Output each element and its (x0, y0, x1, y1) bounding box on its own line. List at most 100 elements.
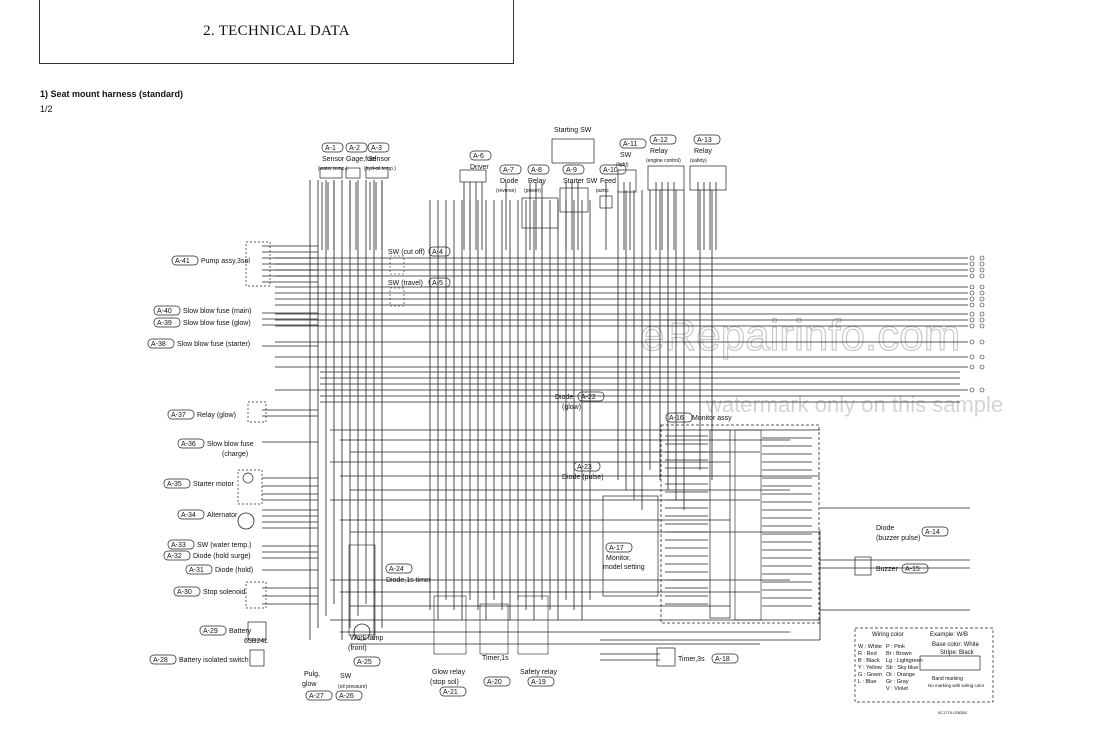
conn-a-5-tag-frame (428, 277, 451, 288)
conn-a-36-sub: (charge) (222, 451, 248, 458)
diode-timer-label: Diode,1s timer (386, 577, 432, 584)
legend-color-right-1: Br : Brown (886, 651, 912, 657)
conn-a-23-tag-frame (573, 461, 601, 472)
conn-a-10-label: Feed (600, 178, 616, 185)
conn-a-20-tag-frame (483, 676, 511, 687)
sw-travel-label: SW (travel) (388, 280, 423, 287)
conn-a-15-tag-frame (901, 563, 929, 574)
terminal-dot (969, 317, 975, 323)
legend-color-left-2: B : Black (858, 658, 880, 664)
conn-a-21-label: Glow relay (432, 669, 466, 676)
work-lamp-icon (353, 623, 371, 641)
conn-a-39-tag-frame (153, 317, 181, 328)
conn-a-19-tag-frame (527, 676, 555, 687)
conn-a-21-sub: (stop sol) (430, 679, 459, 686)
conn-a-4-tag: A-4 (432, 249, 443, 256)
conn-a-29-tag-frame (199, 625, 227, 636)
conn-a-36-tag: A-36 (181, 441, 196, 448)
conn-a-10-sub: pump (596, 188, 609, 194)
conn-a-8-tag: A-8 (531, 167, 542, 174)
stop-solenoid-box (245, 581, 267, 609)
conn-a-27-label: Pulg, (304, 671, 320, 678)
terminal-dot (969, 354, 975, 360)
conn-a-12-tag: A-12 (653, 137, 668, 144)
wires (262, 180, 985, 661)
conn-a-37-label: Relay (glow) (197, 412, 236, 419)
diode-glow-label: Diode (555, 394, 573, 401)
monitor-model-label: Monitor, (606, 555, 631, 562)
buzzer-box (854, 556, 872, 576)
legend-color-right-0: P : Pink (886, 644, 905, 650)
terminal-dot (979, 354, 985, 360)
alternator-icon (237, 512, 255, 530)
relay-engine-control-box (647, 165, 685, 191)
doc-code: 0C1770-0282B2 (938, 710, 968, 715)
conn-a-29-label: Battery (229, 628, 252, 635)
conn-a-28-tag-frame (149, 654, 177, 665)
conn-a-27-sub: glow (302, 681, 317, 688)
conn-a-33-label: SW (water temp.) (197, 542, 251, 549)
conn-a-10-tag-frame (599, 164, 627, 175)
driver-box (459, 169, 487, 183)
legend-color-right-6: V : Violet (886, 686, 908, 692)
terminal-dot (969, 364, 975, 370)
conn-a-39-label: Slow blow fuse (glow) (183, 320, 251, 327)
terminal-dot (969, 273, 975, 279)
terminal-dot (969, 387, 975, 393)
conn-a-26-tag: A-26 (339, 693, 354, 700)
terminal-dot (979, 323, 985, 329)
starter-motor-icon (242, 472, 254, 484)
conn-a-11-sub: (light) (616, 162, 629, 168)
page-number: 1/2 (40, 104, 53, 114)
watermark-main: eRepairinfo.com (640, 311, 960, 360)
terminal-dot (969, 267, 975, 273)
conn-a-17-tag: A-17 (609, 545, 624, 552)
terminal-dot (979, 311, 985, 317)
conn-a-41-tag: A-41 (175, 258, 190, 265)
conn-a-12-tag-frame (649, 134, 677, 145)
sw-travel-box (389, 287, 405, 307)
conn-a-9-tag-frame (562, 164, 585, 175)
monitor-model-sub: model setting (603, 564, 645, 571)
relay-glow-box (247, 401, 267, 423)
conn-a-35-tag: A-35 (167, 481, 182, 488)
conn-a-13-tag-frame (693, 134, 721, 145)
terminal-dot (979, 273, 985, 279)
conn-a-34-tag-frame (177, 509, 205, 520)
terminal-dot (979, 364, 985, 370)
conn-a-29-tag: A-29 (203, 628, 218, 635)
conn-a-36-label: Slow blow fuse (207, 441, 254, 448)
relay-safety-box (689, 165, 727, 191)
conn-a-25-sub: (front) (348, 645, 367, 652)
conn-a-22-tag-frame (577, 391, 605, 402)
conn-a-18-tag: A-18 (715, 656, 730, 663)
conn-a-35-label: Starter motor (193, 481, 235, 488)
conn-a-12-label: Relay (650, 148, 668, 155)
conn-a-20-tag: A-20 (487, 679, 502, 686)
safety-relay-box (517, 595, 549, 655)
section-heading: 1) Seat mount harness (standard) (40, 89, 184, 99)
conn-a-39-tag: A-39 (157, 320, 172, 327)
terminal-dot (979, 284, 985, 290)
conn-a-32-tag: A-32 (167, 553, 182, 560)
terminal-dot (979, 339, 985, 345)
conn-a-19-label: Safety relay (520, 669, 557, 676)
conn-a-40-tag-frame (153, 305, 181, 316)
conn-a-30-tag: A-30 (177, 589, 192, 596)
terminal-dot (979, 387, 985, 393)
sensor-water-temp-box (319, 167, 343, 179)
conn-a-28-tag: A-28 (153, 657, 168, 664)
legend-color-right-2: Lg : Lightgreen (886, 658, 923, 664)
conn-a-2-tag: A-2 (349, 145, 360, 152)
terminal-dot (979, 267, 985, 273)
conn-a-24-tag-frame (385, 563, 413, 574)
diode-buzzer-sub: (buzzer pulse) (876, 535, 920, 542)
legend-box (854, 627, 994, 703)
conn-a-11-tag-frame (619, 138, 647, 149)
monitor-assy-block (734, 429, 762, 621)
components: Starting SW (237, 127, 994, 703)
conn-a-8-tag-frame (527, 164, 550, 175)
terminal-dot (979, 296, 985, 302)
conn-a-8-sub: (power) (524, 188, 541, 194)
conn-a-10-tag: A-10 (603, 167, 618, 174)
